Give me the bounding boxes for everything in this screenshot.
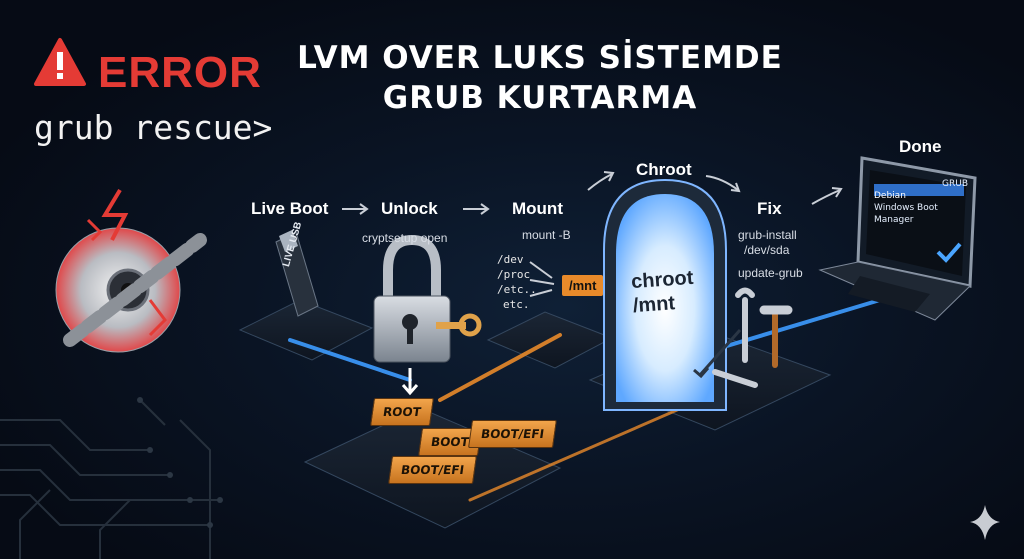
mount-command: mount -B <box>522 228 571 242</box>
step-live-boot: Live Boot <box>251 199 329 218</box>
mount-path-1: /dev <box>497 253 524 266</box>
fix-command-2: /dev/sda <box>744 243 790 257</box>
mount-path-2: /proc <box>497 268 531 281</box>
laptop-icon <box>818 156 977 321</box>
mount-path-3: /etc.. <box>497 283 537 296</box>
warning-icon <box>34 38 86 86</box>
mount-path-4: etc. <box>503 298 530 311</box>
step-arrows <box>342 171 843 297</box>
partition-root: ROOT <box>370 398 434 426</box>
usb-stick-icon <box>275 230 319 317</box>
sparkle-icon <box>970 505 1000 540</box>
broken-disc-icon <box>55 188 207 353</box>
title-line-1: LVM OVER LUKS SİSTEMDE <box>297 40 783 76</box>
chroot-path-line-1: chroot <box>630 266 695 294</box>
boot-menu-item-windows: Windows Boot Manager <box>874 203 938 225</box>
mount-target-badge: /mnt <box>562 275 604 296</box>
padlock-icon <box>373 234 482 396</box>
partition-boot-efi-1: BOOT/EFI <box>468 420 557 448</box>
wrench-hammer-icon <box>712 287 793 388</box>
step-mount: Mount <box>512 199 563 218</box>
usb-platform <box>238 299 374 361</box>
circuit-traces <box>0 399 220 559</box>
title-line-2: GRUB KURTARMA <box>382 80 698 116</box>
fix-command-3: update-grub <box>738 266 803 280</box>
step-unlock: Unlock <box>381 199 438 218</box>
grub-rescue-prompt: grub rescue> <box>34 108 273 147</box>
step-chroot: Chroot <box>636 160 692 179</box>
fix-command-1: grub-install <box>738 228 797 242</box>
boot-menu: GRUB Debian Windows Boot Manager <box>874 178 974 226</box>
step-done: Done <box>899 137 942 156</box>
partition-boot-efi-2: BOOT/EFI <box>388 456 477 484</box>
chroot-portal <box>603 178 742 411</box>
chroot-path: chroot /mnt <box>630 266 695 318</box>
boot-menu-item-debian: Debian <box>874 191 906 201</box>
error-label: ERROR <box>98 48 262 97</box>
chroot-path-line-2: /mnt <box>632 292 676 318</box>
unlock-command: cryptsetup open <box>362 231 448 245</box>
boot-menu-title: GRUB <box>942 179 968 189</box>
step-fix: Fix <box>757 199 782 218</box>
